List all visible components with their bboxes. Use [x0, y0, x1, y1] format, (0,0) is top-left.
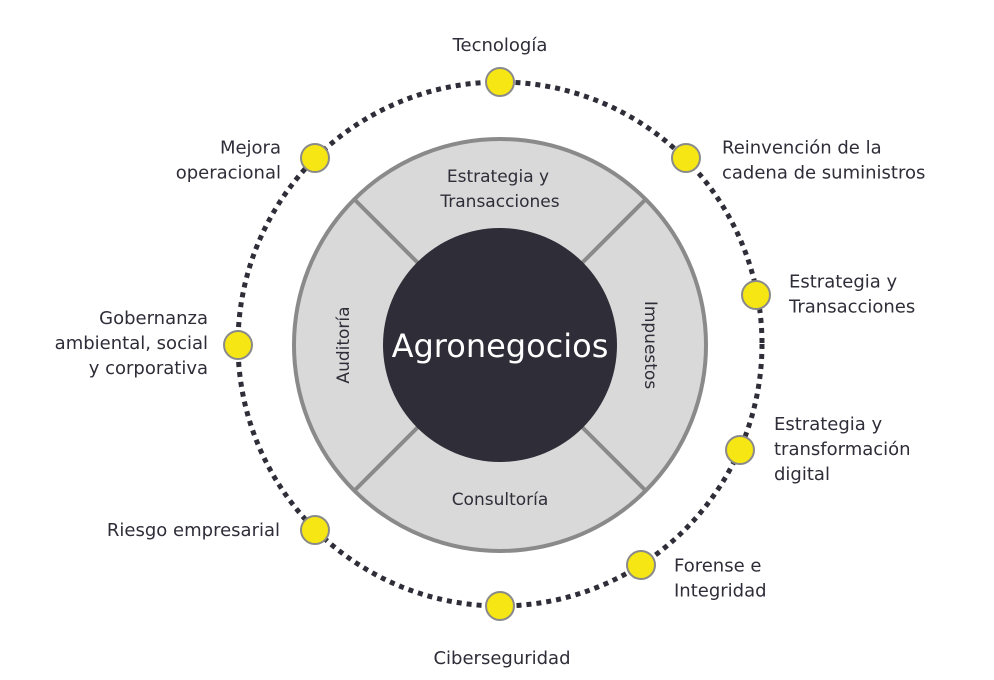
- item-label: Transacciones: [788, 297, 915, 318]
- segment-top-line2: Transacciones: [439, 192, 559, 212]
- ring-dividers: [352, 197, 648, 493]
- item-label: Riesgo empresarial: [107, 520, 280, 541]
- item-label: Tecnología: [452, 35, 548, 56]
- item-label: Ciberseguridad: [433, 648, 570, 669]
- item-dot: [485, 67, 515, 97]
- item-label: y corporativa: [89, 358, 208, 379]
- segment-top-line1: Estrategia y: [447, 167, 549, 187]
- item-label: Reinvención de la: [722, 138, 882, 159]
- item-label: operacional: [176, 163, 281, 184]
- segment-bottom: Consultoría: [452, 490, 549, 510]
- item-dot: [741, 280, 771, 310]
- item-label: cadena de suministros: [722, 163, 925, 184]
- item-label: Estrategia y: [774, 414, 883, 435]
- segment-left: Auditoría: [334, 306, 354, 383]
- item-dot: [671, 143, 701, 173]
- item-dot: [725, 435, 755, 465]
- item-label: Integridad: [674, 581, 767, 602]
- core-circle: [383, 228, 617, 462]
- item-label: Mejora: [220, 138, 281, 159]
- item-label: ambiental, social: [55, 333, 208, 354]
- item-label: Gobernanza: [99, 308, 208, 329]
- center-label: Agronegocios: [392, 327, 609, 365]
- item-dot: [223, 330, 253, 360]
- item-label: transformación: [774, 439, 911, 460]
- item-label: Estrategia y: [789, 272, 898, 293]
- item-label: digital: [774, 464, 830, 485]
- item-label: Forense e: [674, 556, 761, 577]
- outer-dots: [223, 67, 771, 621]
- item-dot: [626, 550, 656, 580]
- item-dot: [300, 515, 330, 545]
- item-dot: [485, 591, 515, 621]
- segment-right: Impuestos: [640, 301, 660, 390]
- item-dot: [300, 143, 330, 173]
